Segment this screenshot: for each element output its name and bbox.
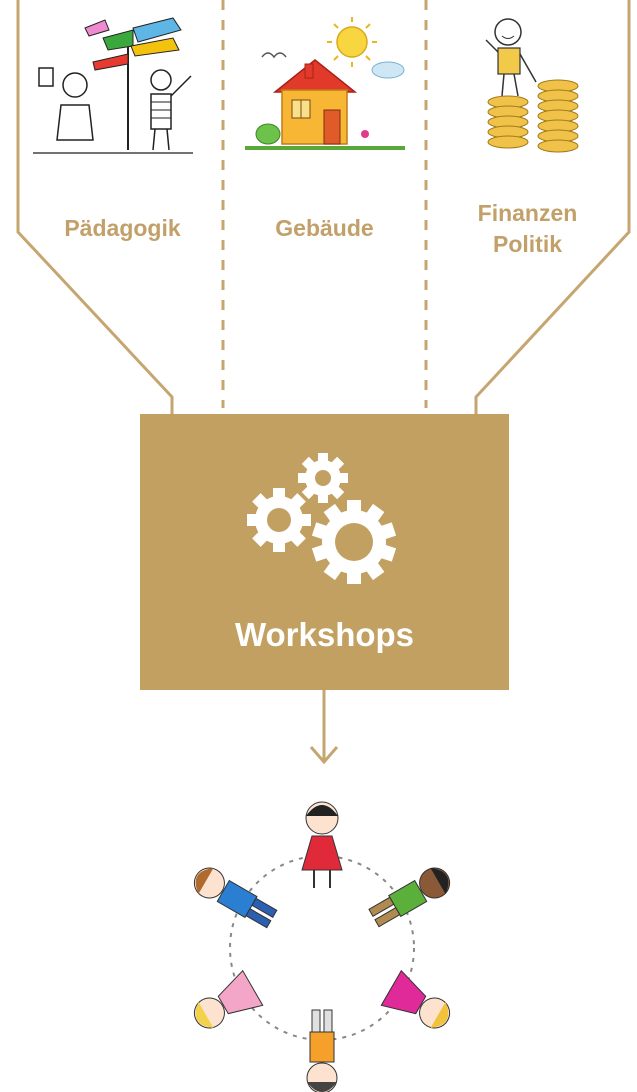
category-label-line: Gebäude (275, 215, 374, 241)
house-sun-drawing (245, 17, 405, 150)
gears-icon (247, 453, 397, 584)
children-circle-drawing (193, 801, 451, 1092)
category-label-line: Politik (492, 231, 562, 257)
category-label-finanzen-politik: Finanzen Politik (430, 198, 625, 260)
category-label-gebaeude: Gebäude (226, 213, 423, 244)
coins-stickman-drawing (485, 18, 579, 153)
category-label-line: Finanzen (477, 200, 578, 226)
funnel-left-line (16, 0, 174, 414)
category-label-line: Pädagogik (64, 215, 181, 241)
signpost-people-drawing (33, 17, 193, 154)
workshops-box: Workshops (140, 414, 509, 690)
arrow-down-icon (309, 746, 339, 765)
workshops-label: Workshops (234, 616, 415, 653)
funnel-right-line (474, 0, 631, 414)
category-label-paedagogik: Pädagogik (25, 213, 220, 244)
